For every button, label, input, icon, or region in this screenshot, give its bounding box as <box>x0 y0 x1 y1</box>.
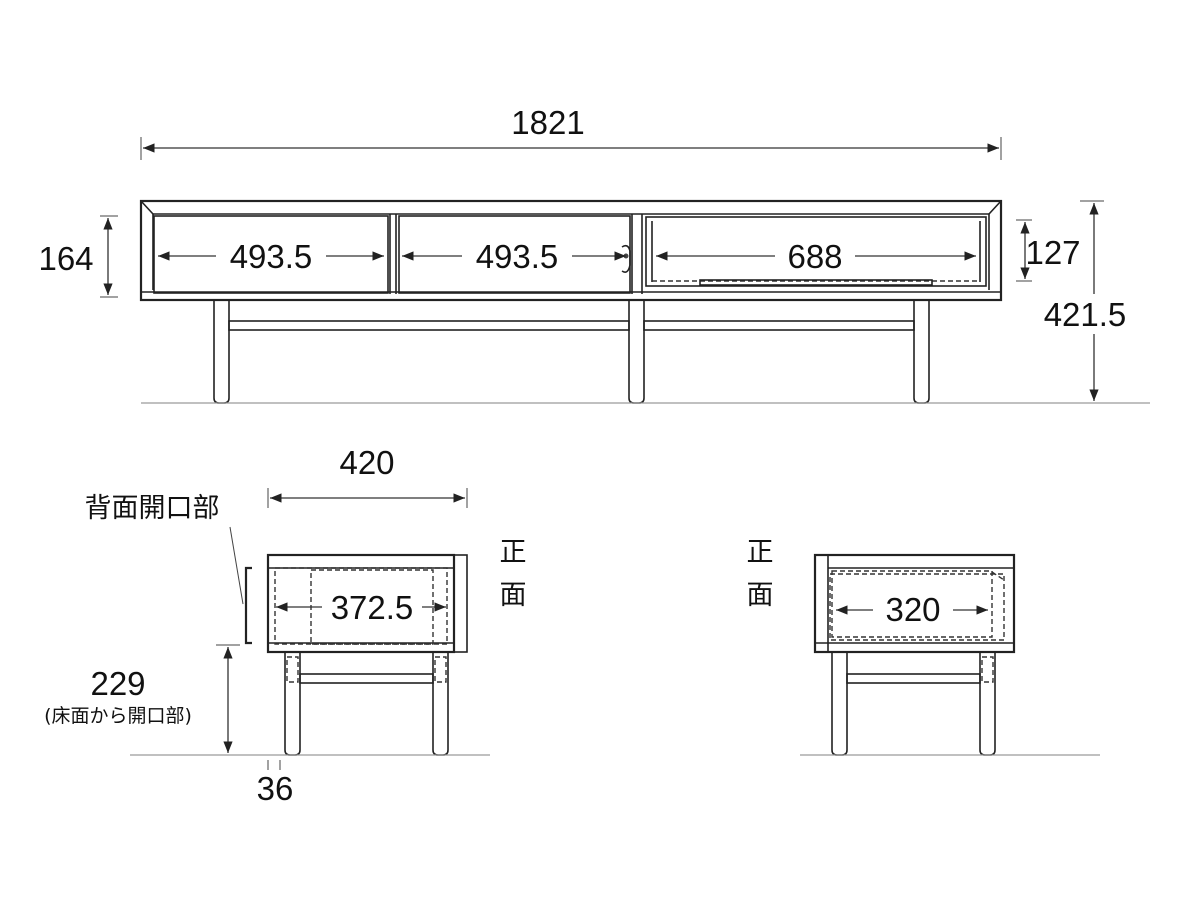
front-label-right-1: 正 <box>747 537 774 568</box>
rear-opening-bracket <box>244 566 252 645</box>
mesh-drawer-left <box>153 215 389 294</box>
front-label-left-2: 面 <box>500 580 527 611</box>
front-view: 1821 <box>38 104 1150 404</box>
opening-height-note: (床面から開口部) <box>44 705 192 727</box>
drawer-center-width-label: 493.5 <box>476 238 559 275</box>
rear-opening-leader <box>229 526 244 605</box>
drawer-handle-icon <box>621 244 631 273</box>
overall-width-label: 1821 <box>511 104 584 141</box>
left-side-view: 420 背面開口部 372.5 正 面 229 (床面から開口部) <box>44 444 526 807</box>
leg-thickness-label: 36 <box>257 770 294 807</box>
front-label-left-1: 正 <box>500 537 527 568</box>
front-label-right-2: 面 <box>747 580 774 611</box>
right-view-leg-back <box>979 652 996 756</box>
depth-label: 420 <box>339 444 394 481</box>
inner-width-right-label: 320 <box>885 591 940 628</box>
drawer-right-width-label: 688 <box>787 238 842 275</box>
inner-width-left-label: 372.5 <box>331 589 414 626</box>
compartment-height-label: 127 <box>1025 234 1080 271</box>
right-view-leg-front <box>831 652 848 756</box>
drawer-left-width-label: 493.5 <box>230 238 313 275</box>
cabinet-body <box>139 199 1003 302</box>
side-leg-back <box>284 652 301 756</box>
overall-height-label: 421.5 <box>1044 296 1127 333</box>
side-leg-front <box>432 652 449 756</box>
open-compartment <box>645 216 987 287</box>
drawer-height-label: 164 <box>38 240 93 277</box>
front-legs <box>213 301 930 404</box>
opening-height-label: 229 <box>90 665 145 702</box>
right-side-view: 正 面 320 <box>747 537 1100 756</box>
rear-opening-label: 背面開口部 <box>85 493 220 524</box>
